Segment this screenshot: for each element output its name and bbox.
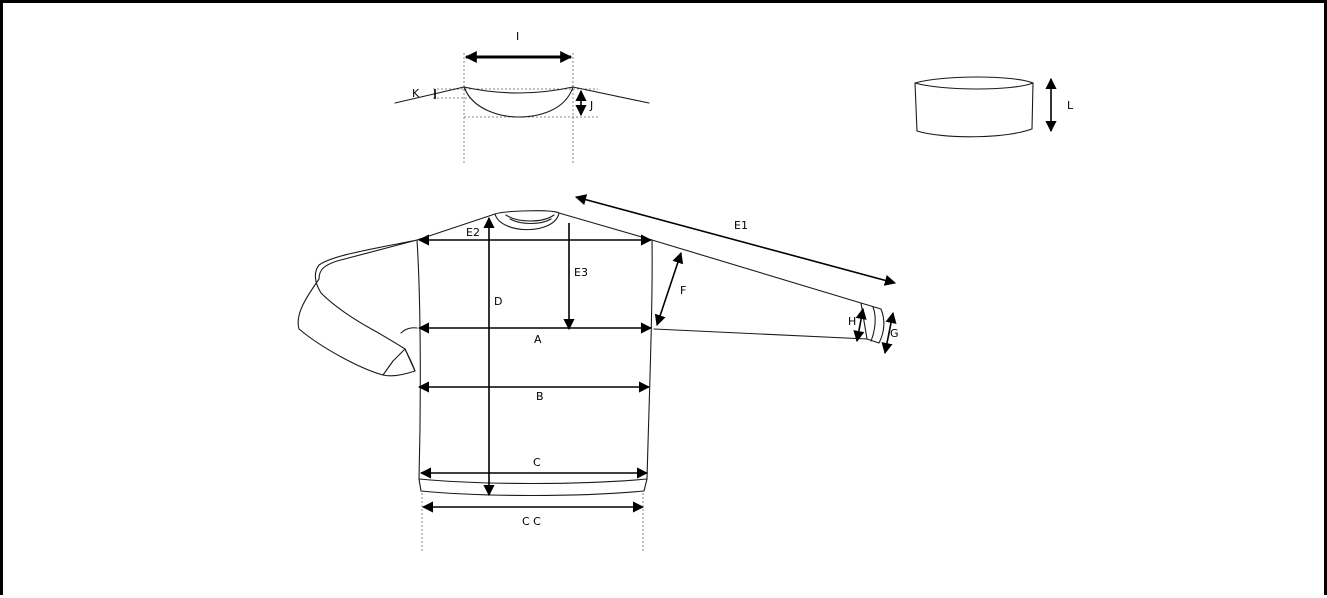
label-b: B	[536, 390, 544, 403]
left-cuff-edge	[404, 348, 416, 372]
left-cuff-line	[382, 348, 406, 376]
shoulder-left	[416, 213, 496, 241]
label-i: I	[516, 30, 519, 43]
label-cc: C C	[522, 515, 541, 528]
collar-band-outline	[914, 76, 1034, 138]
label-e2: E2	[466, 226, 480, 239]
body-right-side	[646, 239, 653, 480]
label-h: H	[848, 315, 856, 328]
body-left-side	[416, 239, 421, 480]
neck-back-curve	[463, 86, 574, 94]
shoulder-right	[558, 212, 653, 241]
right-cuff-rib	[870, 306, 876, 342]
sweater-drawing: E1 E2 E3 D F A B C C C H G	[297, 194, 899, 551]
label-k: K	[412, 87, 420, 100]
left-armhole-fold	[400, 327, 418, 334]
label-f: F	[680, 284, 686, 297]
label-a: A	[534, 333, 542, 346]
neckline-detail: I J K	[394, 30, 650, 163]
collar-band-top-edge	[914, 82, 1034, 90]
shoulder-line-right	[572, 86, 650, 104]
neck-inner	[505, 214, 555, 222]
neck-outer	[494, 210, 560, 231]
sweater-measurement-diagram: I J K L	[297, 30, 1074, 551]
measure-g-arrow	[881, 311, 897, 355]
hem-band	[418, 478, 648, 497]
label-d: D	[494, 295, 502, 308]
neck-front-curve	[463, 86, 574, 118]
label-l: L	[1067, 99, 1074, 112]
neck-inner-rib	[509, 218, 552, 225]
label-c: C	[533, 456, 541, 469]
measure-f-arrow	[654, 251, 684, 327]
collar-band-detail: L	[914, 76, 1074, 138]
label-e1: E1	[734, 219, 748, 232]
label-j: J	[589, 99, 593, 112]
label-e3: E3	[574, 266, 588, 279]
shoulder-line-left	[394, 86, 465, 104]
measure-e1-arrow	[574, 194, 897, 286]
label-g: G	[890, 327, 899, 340]
measure-h-arrow	[853, 307, 867, 343]
